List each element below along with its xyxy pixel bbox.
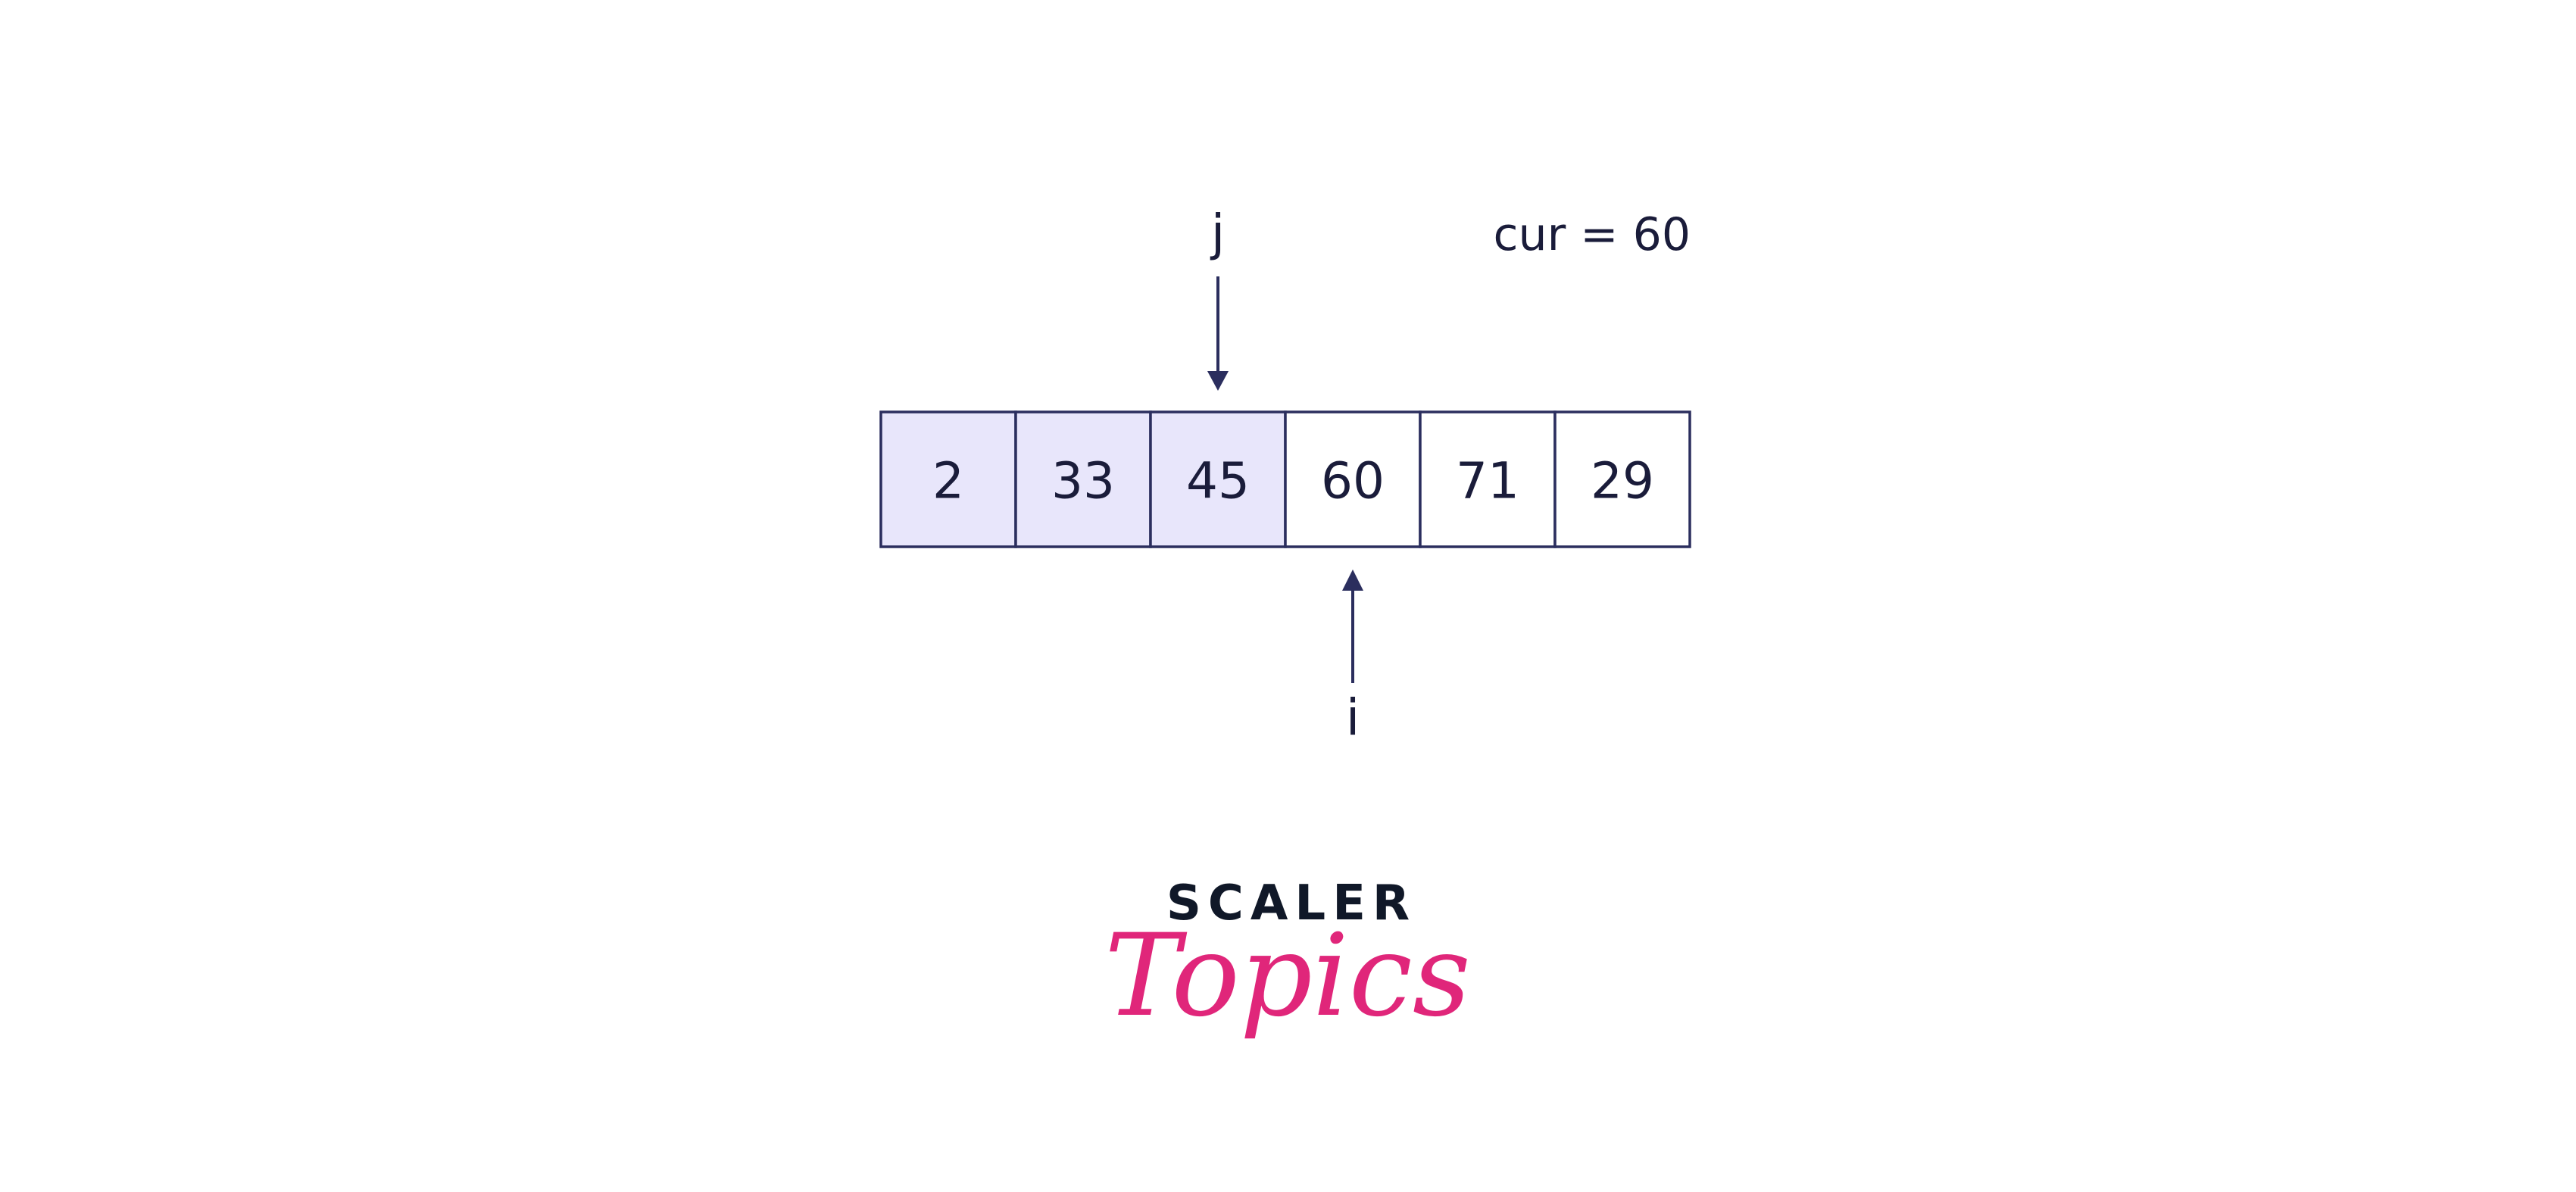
pointer-i-label: i bbox=[1346, 688, 1360, 747]
pointer-i: i bbox=[1342, 569, 1363, 747]
cell-value: 45 bbox=[1186, 452, 1250, 510]
cell-box bbox=[1553, 410, 1691, 548]
array: 2 33 45 60 71 29 bbox=[879, 410, 1691, 548]
array-cell-2: 45 bbox=[1149, 410, 1287, 548]
cell-value: 2 bbox=[932, 452, 964, 510]
arrow-down-icon bbox=[1207, 371, 1229, 391]
cell-box bbox=[1419, 410, 1557, 548]
array-cell-1: 33 bbox=[1014, 410, 1152, 548]
pointer-j-label: j bbox=[1210, 204, 1225, 262]
arrow-up-icon bbox=[1342, 569, 1363, 591]
array-cell-4: 71 bbox=[1419, 410, 1557, 548]
logo-wordmark-topics: Topics bbox=[1104, 910, 1471, 1042]
array-cell-3: 60 bbox=[1284, 410, 1422, 548]
cell-box bbox=[1149, 410, 1287, 548]
cell-value: 60 bbox=[1321, 452, 1385, 510]
array-cell-5: 29 bbox=[1553, 410, 1691, 548]
pointer-j: j bbox=[1207, 204, 1229, 391]
array-cell-0: 2 bbox=[879, 410, 1017, 548]
logo-wordmark-scaler: SCALER bbox=[1166, 875, 1416, 931]
scaler-topics-logo: SCALER Topics bbox=[1104, 875, 1471, 1042]
cell-value: 29 bbox=[1591, 452, 1654, 510]
cell-value: 71 bbox=[1456, 452, 1519, 510]
cur-value-label: cur = 60 bbox=[1494, 208, 1691, 261]
cell-box bbox=[879, 410, 1017, 548]
cell-value: 33 bbox=[1051, 452, 1115, 510]
cell-box bbox=[1014, 410, 1152, 548]
